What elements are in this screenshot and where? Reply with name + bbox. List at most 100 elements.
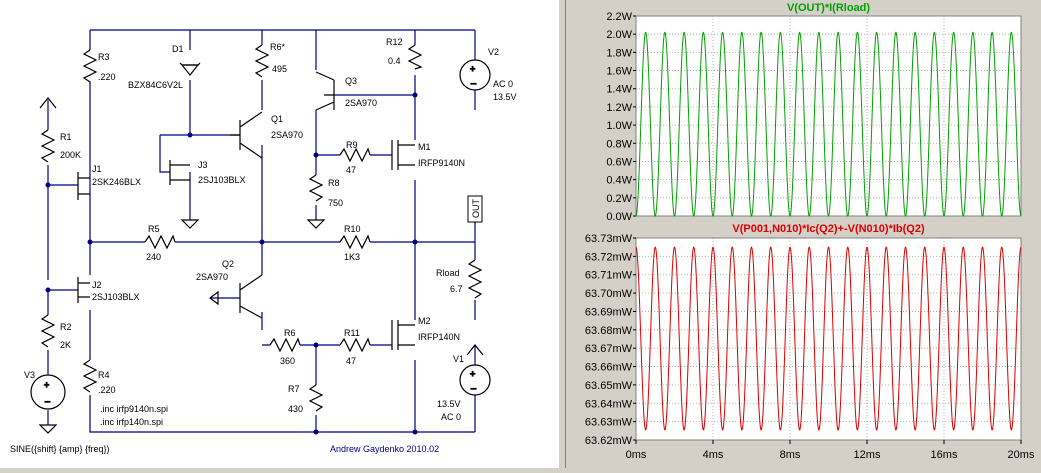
component-value-label: IRFP9140N (418, 158, 465, 168)
v1-value-label: 13.5V (437, 399, 461, 409)
component-ref-label: R5 (148, 224, 160, 234)
plot-pane[interactable]: V(P001,N010)*Ic(Q2)+-V(N010)*Ib(Q2) 63.73… (585, 223, 1022, 447)
y-tick-label: 63.67mW (585, 343, 633, 355)
component-ref-label: R3 (98, 52, 110, 62)
svg-text:+: + (470, 64, 475, 74)
component-ref-label: Q1 (271, 114, 283, 124)
y-tick-label: 63.68mW (585, 325, 633, 337)
component-value-label: 430 (288, 404, 303, 414)
y-tick-label: 0.4W (606, 175, 632, 187)
component-value-label: 2SA970 (271, 130, 303, 140)
y-tick-label: 1.4W (606, 84, 632, 96)
component-value-label: 2SA970 (196, 272, 228, 282)
y-tick-label: 63.64mW (585, 398, 633, 410)
component-ref-label: R4 (98, 370, 110, 380)
waveform-canvas[interactable]: V(OUT)*I(Rload)2.2W2.0W1.8W1.6W1.4W1.2W1… (566, 0, 1041, 468)
v3-source-text: SINE({shift} {amp} {freq}) (10, 444, 110, 454)
plot-pane[interactable]: V(OUT)*I(Rload)2.2W2.0W1.8W1.6W1.4W1.2W1… (606, 2, 1022, 223)
component-value-label: 2SJ103BLX (198, 175, 246, 185)
component-value-label: 13.5V (493, 92, 517, 102)
svg-text:–: – (471, 383, 476, 393)
component-ref-label: R9 (346, 140, 358, 150)
x-tick-label: 8ms (780, 449, 801, 461)
spice-directive: .inc irfp9140n.spi (100, 404, 168, 414)
component-ref-label: Rload (436, 268, 460, 278)
y-tick-label: 0.2W (606, 193, 632, 205)
plot-trace-title[interactable]: V(OUT)*I(Rload) (787, 2, 870, 14)
component-value-label: 2SA970 (345, 98, 377, 108)
component-ref-label: R2 (60, 322, 72, 332)
schematic-wires (47, 29, 476, 433)
x-tick-label: 4ms (703, 449, 724, 461)
svg-text:–: – (45, 396, 50, 406)
component-value-label: 750 (328, 198, 343, 208)
y-tick-label: 63.62mW (585, 435, 633, 447)
component-value-label: 360 (280, 356, 295, 366)
component-ref-label: J2 (92, 280, 102, 290)
component-value-label: 6.7 (450, 284, 463, 294)
component-ref-label: R7 (288, 384, 300, 394)
svg-text:+: + (44, 380, 49, 390)
component-value-label: 2SK246BLX (92, 177, 141, 187)
svg-text:OUT: OUT (471, 199, 481, 219)
author-credit: Andrew Gaydenko 2010.02 (330, 444, 439, 454)
plot-trace-title[interactable]: V(P001,N010)*Ic(Q2)+-V(N010)*Ib(Q2) (732, 223, 925, 235)
component-ref-label: R6* (270, 42, 286, 52)
y-tick-label: 63.69mW (585, 306, 633, 318)
component-ref-label: V1 (453, 354, 464, 364)
component-value-label: 1K3 (344, 252, 360, 262)
y-tick-label: 63.66mW (585, 362, 633, 374)
component-ref-label: R12 (386, 37, 403, 47)
component-ref-label: R6 (284, 328, 296, 338)
component-ref-label: J3 (198, 160, 208, 170)
spice-directive: .inc irfp140n.spi (100, 417, 163, 427)
x-tick-label: 12ms (854, 449, 881, 461)
component-value-label: 2SJ103BLX (92, 292, 140, 302)
component-ref-label: D1 (172, 44, 184, 54)
zener-diode-d1 (179, 62, 201, 76)
svg-text:+: + (470, 369, 475, 379)
ground-symbols (38, 97, 484, 434)
svg-text:–: – (471, 78, 476, 88)
plot-area[interactable] (635, 237, 1022, 441)
y-tick-label: 1.8W (606, 47, 632, 59)
component-ref-label: V2 (488, 47, 499, 57)
x-tick-label: 16ms (931, 449, 958, 461)
x-tick-label: 0ms (626, 449, 647, 461)
v1-value-label: AC 0 (441, 412, 461, 422)
y-tick-label: 63.65mW (585, 380, 633, 392)
component-value-label: BZX84C6V2L (128, 80, 183, 90)
component-value-label: AC 0 (493, 79, 513, 89)
pane-splitter[interactable] (558, 0, 566, 468)
plot-trace (635, 31, 1022, 217)
y-tick-label: 63.70mW (585, 288, 633, 300)
y-tick-label: 0.6W (606, 156, 632, 168)
component-ref-label: V3 (24, 370, 35, 380)
plot-trace (635, 246, 1022, 431)
component-ref-label: M1 (418, 142, 431, 152)
component-value-label: .220 (98, 385, 116, 395)
component-ref-label: R11 (344, 328, 360, 338)
plot-area[interactable] (635, 15, 1022, 217)
schematic-canvas[interactable]: +– +– +– OUT R3.220D1BZX84C6V2LR6*495R12… (0, 0, 558, 468)
transistor-symbols (77, 71, 415, 350)
component-value-label: 0.4 (388, 56, 401, 66)
x-axis: 0ms 4ms 8ms 12ms 16ms 20ms (626, 440, 1035, 461)
x-tick-label: 20ms (1008, 449, 1035, 461)
component-value-label: 200K (60, 150, 81, 160)
component-value-label: .220 (98, 72, 116, 82)
y-tick-label: 1.2W (606, 102, 632, 114)
component-ref-label: M2 (418, 316, 431, 326)
y-tick-label: 0.0W (606, 211, 632, 223)
component-ref-label: R1 (60, 132, 72, 142)
y-tick-label: 63.73mW (585, 233, 633, 245)
y-tick-label: 63.63mW (585, 417, 633, 429)
junction-dots (45, 92, 418, 435)
resistor-symbols (40, 44, 483, 412)
component-value-label: 2K (60, 340, 71, 350)
y-tick-label: 1.0W (606, 120, 632, 132)
component-value-label: 47 (346, 165, 356, 175)
y-tick-label: 2.2W (606, 11, 632, 23)
